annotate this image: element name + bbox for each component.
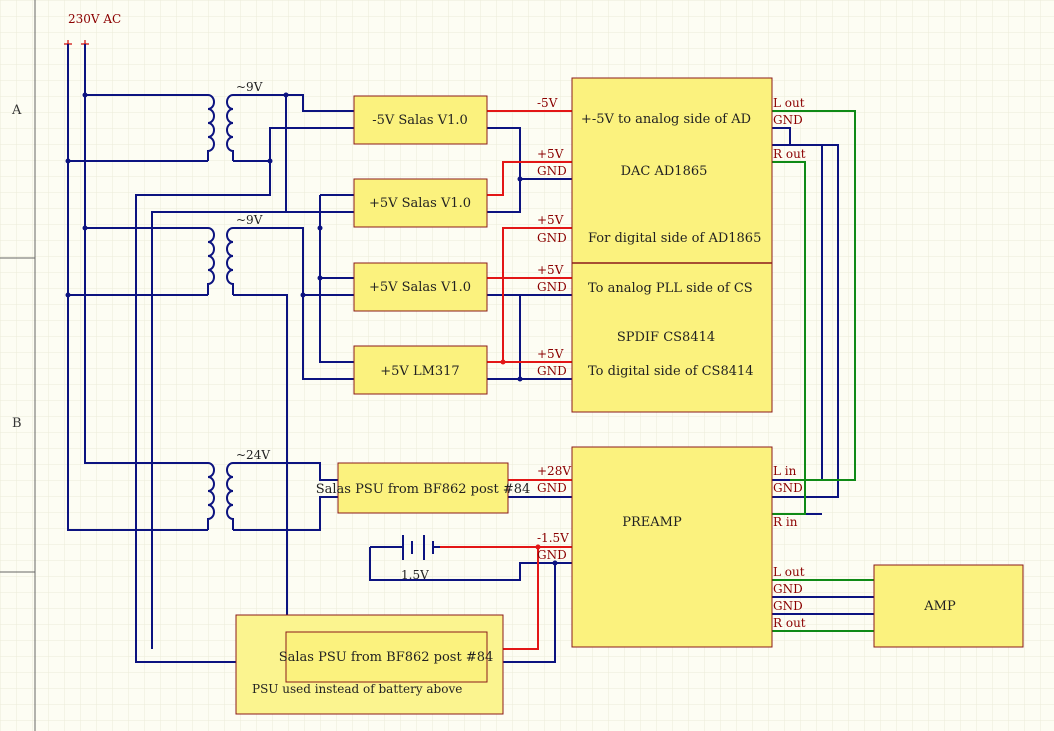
regulator-plus5-salas-1: +5V Salas V1.0 [369,196,471,211]
spdif-pin-plus5v-pll: +5V [537,263,564,277]
dac-pin-gnd-analog: GND [537,164,567,178]
transformer-3-label: ~24V [236,448,270,462]
amp-block [873,564,1024,648]
battery-label: 1.5V [401,568,429,582]
preamp-psu-group-label: PSU used instead of battery above [252,682,462,696]
transformer-2-label: ~9V [236,213,263,227]
regulator-blocks [337,95,509,514]
dac-pin-plus5v-analog: +5V [537,147,564,161]
dac-pin-r-out: R out [773,147,806,161]
dac-title: DAC AD1865 [621,164,708,179]
preamp-pin-r-in: R in [773,515,798,529]
zone-label-b: B [12,416,22,431]
preamp-pin-l-out: L out [773,565,805,579]
junction-dots-red [500,359,541,550]
regulator-lm317: +5V LM317 [380,364,459,379]
dac-pin-minus5v: -5V [537,96,558,110]
mains-label: 230V AC [68,12,121,26]
preamp-pin-gnd-28v: GND [537,481,567,495]
preamp-pin-gnd-in: GND [773,481,803,495]
transformer-1-label: ~9V [236,80,263,94]
preamp-block [571,446,773,648]
zone-label-a: A [11,103,22,118]
wires-green [772,110,874,632]
spdif-line1: To analog PLL side of CS [588,281,753,296]
dac-line2: For digital side of AD1865 [588,231,761,246]
preamp-pin-gnd-out-2: GND [773,599,803,613]
transformer-1 [207,94,234,161]
dac-spdif-block [571,77,773,413]
dac-pin-gnd-digital: GND [537,231,567,245]
preamp-title: PREAMP [622,515,682,530]
sheet-border [0,0,36,731]
preamp-pin-minus1-5v: -1.5V [537,531,569,545]
dac-pin-gnd-out: GND [773,113,803,127]
regulator-minus5-salas: -5V Salas V1.0 [372,113,468,128]
wires-red [440,110,572,650]
preamp-pin-plus28v: +28V [537,464,571,478]
spdif-pin-plus5v-digital: +5V [537,347,564,361]
preamp-pin-gnd-out-1: GND [773,582,803,596]
preamp-pin-gnd-1-5v: GND [537,548,567,562]
preamp-psu-block [285,631,488,683]
dac-pin-l-out: L out [773,96,805,110]
amp-title: AMP [923,599,956,614]
spdif-line2: To digital side of CS8414 [588,364,754,379]
regulator-plus5-salas-2: +5V Salas V1.0 [369,280,471,295]
preamp-pin-l-in: L in [773,464,797,478]
spdif-pin-gnd-digital: GND [537,364,567,378]
spdif-title: SPDIF CS8414 [617,330,715,345]
spdif-pin-gnd-pll: GND [537,280,567,294]
dac-line1: +-5V to analog side of AD [581,112,751,127]
regulator-salas-28v: Salas PSU from BF862 post #84 [316,482,531,497]
preamp-pin-r-out: R out [773,616,806,630]
preamp-psu-label: Salas PSU from BF862 post #84 [279,650,494,665]
dac-pin-plus5v-digital: +5V [537,213,564,227]
transformer-3 [207,462,234,530]
transformer-2 [207,227,234,295]
battery-symbol [402,535,440,560]
